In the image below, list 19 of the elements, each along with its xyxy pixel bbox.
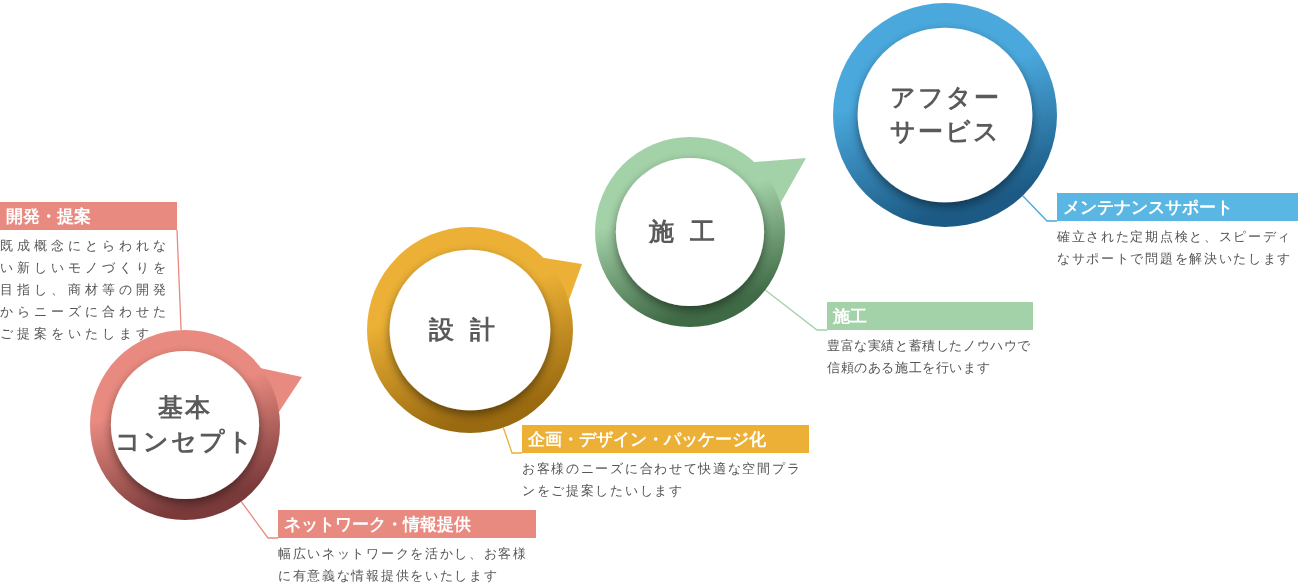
step-title: 設計 [428, 314, 512, 346]
description-text: お客様のニーズに合わせて快適な空間プランをご提案したいします [522, 460, 803, 500]
leader-line [240, 500, 279, 539]
step-title: 基本コンセプト [114, 392, 256, 458]
heading-bar: ネットワーク・情報提供 [278, 510, 536, 538]
leader-line [764, 289, 828, 331]
leader-line [176, 229, 182, 331]
heading-bar: 企画・デザイン・パッケージ化 [522, 425, 809, 453]
description-text: 確立された定期点検と、スピーディなサポートで問題を解決いたします [1057, 228, 1294, 268]
step-title: アフターサービス [888, 82, 1002, 148]
heading-bar: 施工 [827, 302, 1033, 330]
leader-line [1022, 195, 1058, 222]
heading-bar: メンテナンスサポート [1057, 193, 1298, 221]
leader-line [502, 426, 523, 454]
description-text: 幅広いネットワークを活かし、お客様に有意義な情報提供をいたします [278, 545, 529, 585]
description-text: 豊富な実績と蓄積したノウハウで信頼のある施工を行います [827, 337, 1032, 377]
heading-bar: 開発・提案 [0, 202, 177, 230]
description-text: 既成概念にとらわれない新しいモノづくりを目指し、商材等の開発からニーズに合わせたご提案をいたします [0, 237, 171, 343]
step-title: 施工 [647, 216, 732, 248]
